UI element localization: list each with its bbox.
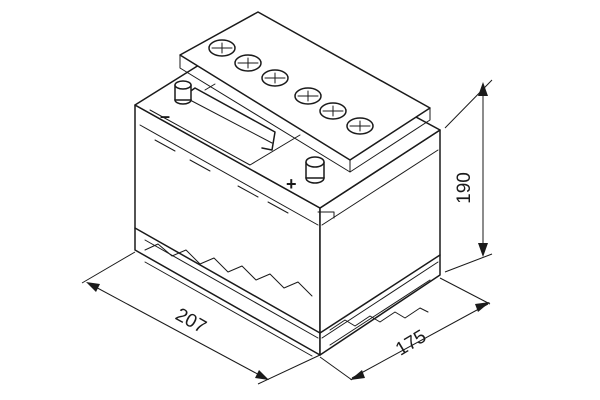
- vent-cap: [294, 87, 322, 105]
- negative-symbol: –: [160, 106, 170, 126]
- base-ribs-front: [144, 243, 313, 357]
- front-details: [154, 139, 335, 219]
- vent-cap: [319, 102, 347, 120]
- depth-label: 175: [392, 326, 430, 360]
- base-ribs-side: [329, 279, 431, 346]
- positive-terminal: [305, 156, 325, 184]
- width-label: 207: [172, 304, 210, 338]
- vent-cap: [346, 117, 374, 135]
- height-label: 190: [454, 172, 475, 204]
- vent-cap: [261, 69, 289, 87]
- vent-cap: [234, 54, 262, 72]
- vent-cap: [208, 39, 236, 57]
- positive-symbol: +: [286, 174, 297, 194]
- vent-caps: [208, 39, 374, 135]
- height-dimension: 190: [444, 79, 493, 273]
- negative-terminal: [174, 80, 192, 105]
